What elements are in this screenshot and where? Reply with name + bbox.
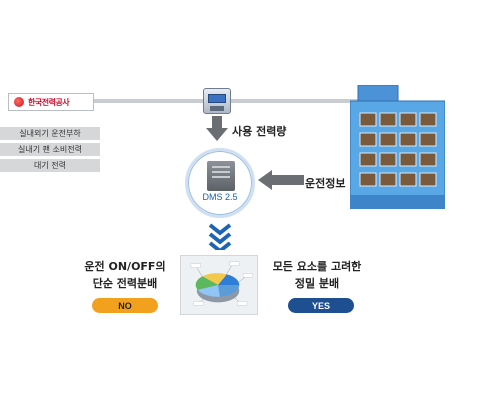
precise-distribution-line1: 모든 요소를 고려한: [272, 260, 362, 273]
kepco-logo-text: 한국전력공사: [28, 97, 70, 107]
left-arrow-icon: [258, 170, 304, 190]
load-label-fan: 실내기 팬 소비전력: [0, 143, 100, 156]
operation-info-label: 운전정보: [305, 177, 346, 190]
load-label-standby: 대기 전력: [0, 159, 100, 172]
precise-distribution-text: 모든 요소를 고려한 정밀 분배: [262, 258, 372, 292]
usage-label: 사용 전력량: [232, 125, 287, 138]
simple-distribution-line1: 운전 ON/OFF의: [84, 260, 166, 273]
yes-badge: YES: [288, 298, 354, 313]
load-label-outdoor: 실내외기 운전부하: [0, 127, 100, 140]
distribution-pie-icon: [180, 255, 258, 315]
simple-distribution-line2: 단순 전력분배: [92, 277, 158, 290]
dms-label: DMS 2.5: [202, 192, 238, 202]
down-arrow-icon: [206, 116, 228, 141]
precise-distribution-line2: 정밀 분배: [294, 277, 340, 290]
building-icon: [350, 85, 445, 209]
chevrons-down-icon: [208, 223, 232, 250]
simple-distribution-text: 운전 ON/OFF의 단순 전력분배: [70, 258, 180, 292]
dms-controller-icon: [207, 161, 235, 191]
no-badge: NO: [92, 298, 158, 313]
kepco-logo: 한국전력공사: [8, 93, 94, 111]
kepco-logo-icon: [14, 97, 24, 107]
dms-controller: DMS 2.5: [185, 148, 255, 218]
smart-meter-icon: [203, 88, 231, 114]
